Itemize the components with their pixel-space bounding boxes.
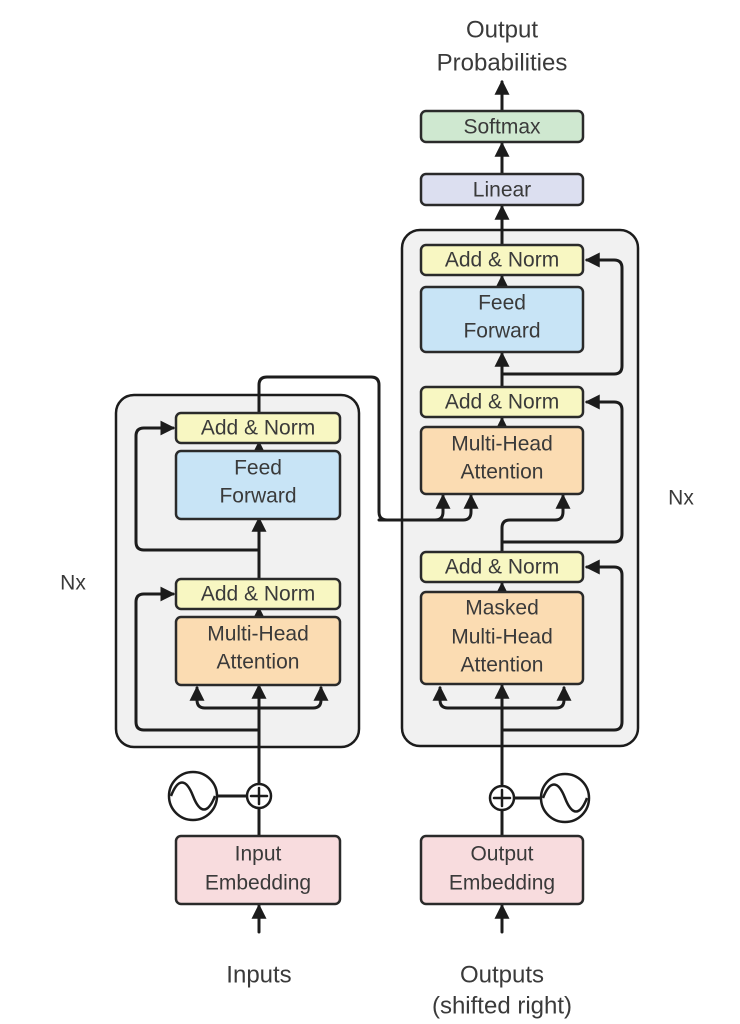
output-embedding: [419, 834, 585, 906]
decoder-add-norm-mid-label: Add & Norm: [445, 391, 559, 414]
encoder-frame: [114, 393, 361, 749]
linear-block: [419, 172, 585, 207]
sine-wave-icon-curve: [169, 781, 217, 811]
outputs-shifted-label: (shifted right): [432, 993, 572, 1020]
encoder-add-norm-bottom-label: Add & Norm: [201, 583, 315, 606]
encoder-multi-head-attention: [174, 615, 342, 687]
softmax-block: [419, 109, 585, 144]
encoder-add-norm-bottom: [174, 577, 342, 611]
encoder-feed-forward: [174, 449, 342, 521]
decoder-feed-forward: [419, 285, 585, 354]
decoder-add-norm-bottom-label: Add & Norm: [445, 556, 559, 579]
decoder-masked-attention: [419, 590, 585, 686]
decoder-masked-attention-label: Attention: [461, 654, 544, 677]
decoder-add-norm-mid: [419, 385, 585, 419]
outputs-label: Outputs: [460, 962, 544, 989]
input-embedding-label: Embedding: [205, 872, 311, 895]
encoder-attention-label: Multi-Head: [207, 623, 309, 646]
input-embedding: [174, 834, 342, 906]
decoder-cross-attention: [419, 425, 585, 496]
decoder-cross-attention-label: Multi-Head: [451, 433, 553, 456]
decoder-add-norm-bottom: [419, 550, 585, 584]
decoder-add-norm-top: [419, 243, 585, 277]
decoder-masked-attention-label: Multi-Head: [451, 626, 553, 649]
encoder-attention-label: Attention: [217, 651, 300, 674]
inputs-label: Inputs: [226, 962, 291, 989]
decoder-add-norm-top-label: Add & Norm: [445, 249, 559, 272]
output-embedding-label: Embedding: [449, 872, 555, 895]
softmax-label: Softmax: [463, 116, 541, 139]
output-embedding-label: Output: [470, 843, 533, 866]
encoder: Add & Norm Feed Forward Add & Norm Multi…: [60, 375, 479, 989]
decoder: Softmax Linear Add & Norm Feed Forward A…: [419, 17, 694, 1020]
decoder-feed-forward-label: Forward: [463, 320, 540, 343]
decoder-feed-forward-label: Feed: [478, 292, 526, 315]
encoder-add-norm-top-label: Add & Norm: [201, 417, 315, 440]
encoder-feed-forward-label: Forward: [219, 485, 296, 508]
decoder-masked-attention-label: Masked: [465, 597, 539, 620]
output-probabilities-label: Output: [466, 17, 538, 44]
encoder-add-norm-top: [174, 411, 342, 445]
encoder-feed-forward-label: Feed: [234, 457, 282, 480]
decoder-cross-attention-label: Attention: [461, 461, 544, 484]
linear-label: Linear: [473, 179, 531, 202]
output-probabilities-label: Probabilities: [437, 50, 568, 77]
sine-wave-icon-curve: [541, 783, 589, 813]
encoder-repeat-label: Nx: [60, 572, 86, 595]
input-embedding-label: Input: [235, 843, 282, 866]
decoder-repeat-label: Nx: [668, 487, 694, 510]
